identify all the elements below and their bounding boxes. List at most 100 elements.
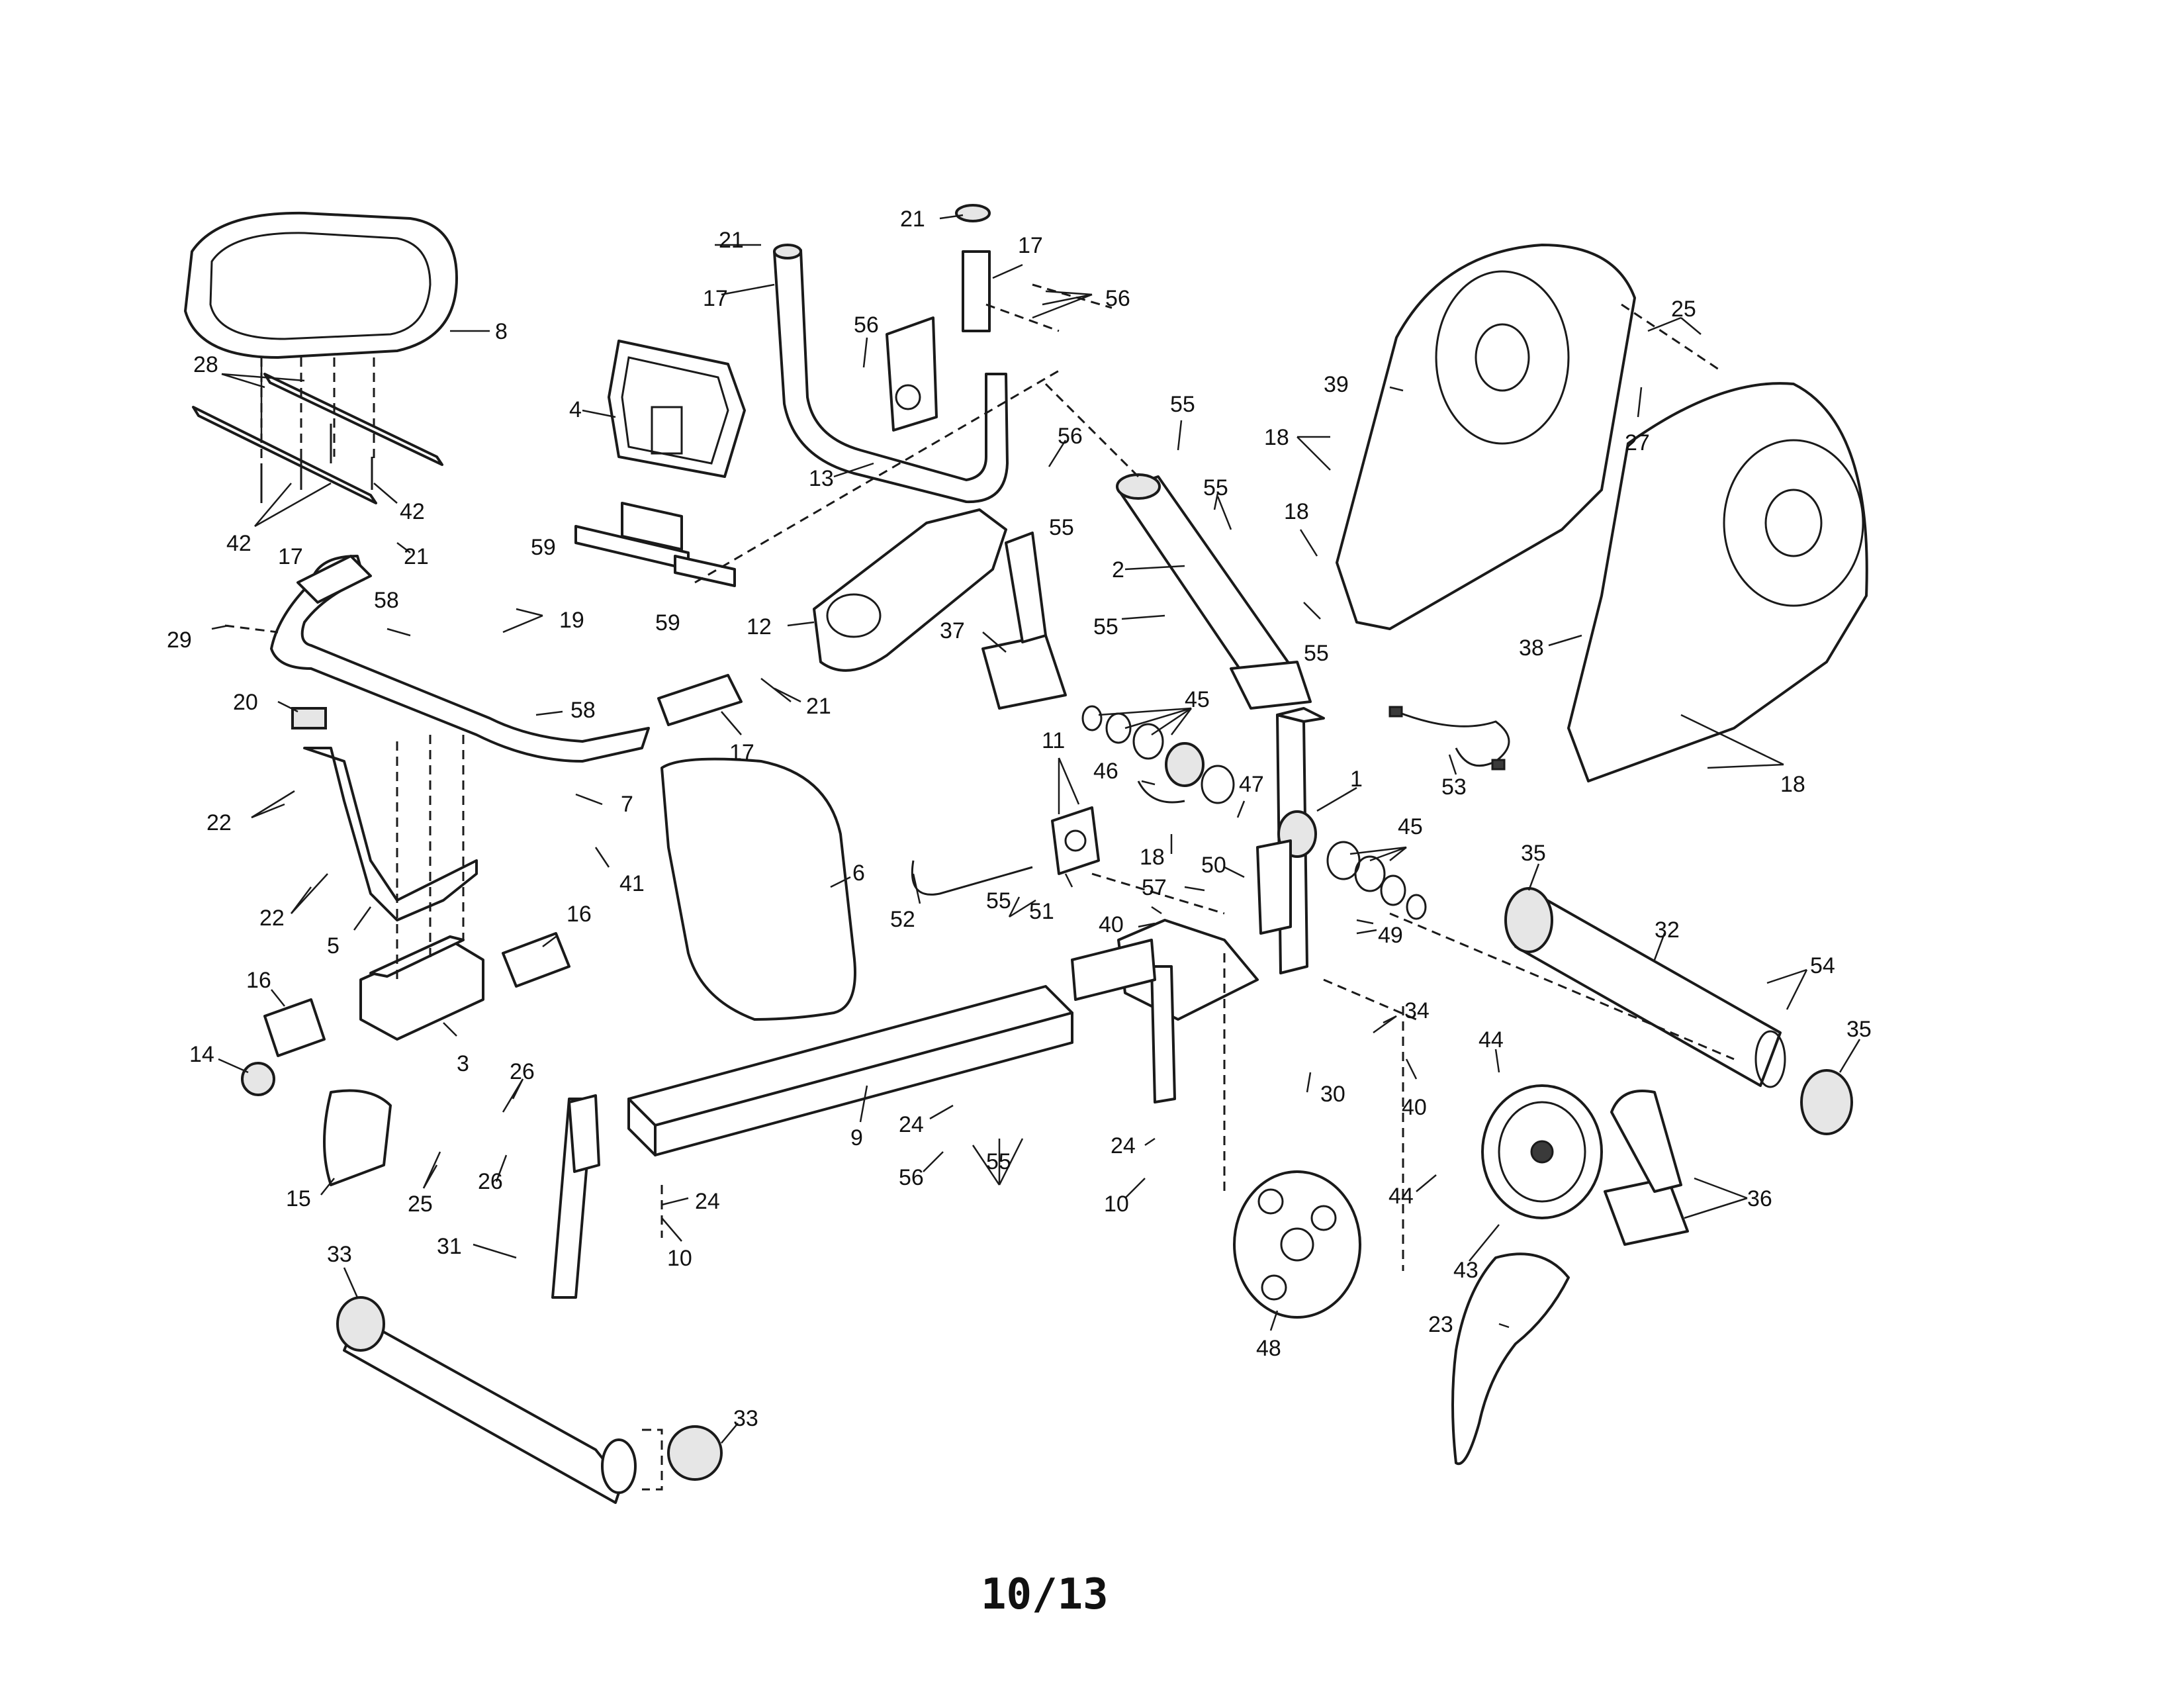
- callout-6: 6: [852, 861, 865, 886]
- main-beam-part: [627, 985, 1073, 1156]
- callout-12: 12: [747, 614, 772, 639]
- page-number: 10/13: [981, 1570, 1109, 1619]
- callout-56: 56: [854, 312, 879, 338]
- callout-38: 38: [1519, 635, 1544, 661]
- callout-55: 55: [986, 1149, 1011, 1174]
- drive-belt-part: [1451, 1252, 1570, 1466]
- callout-18: 18: [1264, 425, 1289, 450]
- seat-rails-part: [192, 357, 443, 504]
- left-pedal-part: [981, 532, 1067, 710]
- rear-stabilizer-part: [336, 1094, 723, 1504]
- callout-2: 2: [1112, 557, 1124, 583]
- callout-44: 44: [1479, 1027, 1504, 1053]
- callout-46: 46: [1093, 759, 1118, 784]
- callout-18: 18: [1780, 772, 1805, 797]
- callout-47: 47: [1239, 772, 1264, 797]
- callout-7: 7: [621, 792, 633, 817]
- callout-10: 10: [667, 1246, 692, 1271]
- callout-56: 56: [1105, 286, 1130, 311]
- callout-34: 34: [1404, 998, 1430, 1023]
- assembly-guide-lines: [224, 303, 1735, 1271]
- right-shroud-part: [1567, 382, 1868, 782]
- callout-43: 43: [1453, 1258, 1479, 1283]
- wire-harness-part: [1388, 706, 1510, 771]
- callout-17: 17: [1018, 233, 1043, 258]
- callout-18: 18: [1140, 845, 1165, 870]
- callout-40: 40: [1402, 1095, 1427, 1120]
- callout-55: 55: [1170, 392, 1195, 417]
- left-shroud-part: [1336, 244, 1636, 630]
- seat-post-part: [1116, 473, 1312, 710]
- callout-56: 56: [1058, 424, 1083, 449]
- callout-57: 57: [1142, 875, 1167, 900]
- callout-39: 39: [1324, 372, 1349, 397]
- seat-cushion-part: [184, 211, 458, 359]
- callout-37: 37: [940, 618, 965, 643]
- callout-17: 17: [729, 740, 754, 765]
- callout-14: 14: [189, 1042, 214, 1067]
- pulley-part: [1481, 1084, 1603, 1219]
- callout-17: 17: [703, 286, 728, 311]
- seat-carriage-bracket-part: [813, 508, 1007, 672]
- callout-25: 25: [408, 1192, 433, 1217]
- callout-55: 55: [986, 888, 1011, 914]
- callout-5: 5: [327, 933, 340, 959]
- callout-21: 21: [719, 228, 744, 253]
- callout-55: 55: [1049, 515, 1074, 540]
- callout-25: 25: [1671, 297, 1696, 322]
- callout-3: 3: [457, 1051, 469, 1076]
- callout-23: 23: [1428, 1312, 1453, 1337]
- callout-53: 53: [1441, 774, 1467, 800]
- callout-21: 21: [900, 207, 925, 232]
- callout-21: 21: [806, 694, 831, 719]
- callout-35: 35: [1521, 841, 1546, 866]
- callout-9: 9: [850, 1125, 863, 1150]
- main-frame-part: [1071, 707, 1325, 1103]
- callout-15: 15: [286, 1186, 311, 1211]
- callout-45: 45: [1185, 687, 1210, 712]
- callout-55: 55: [1203, 475, 1228, 500]
- callout-16: 16: [246, 968, 271, 993]
- callout-49: 49: [1378, 923, 1403, 948]
- callout-44: 44: [1388, 1184, 1414, 1209]
- callout-55: 55: [1304, 641, 1329, 666]
- callout-55: 55: [1093, 614, 1118, 639]
- callout-22: 22: [206, 810, 232, 835]
- callout-50: 50: [1201, 853, 1226, 878]
- callout-13: 13: [809, 466, 834, 491]
- callout-24: 24: [899, 1112, 924, 1137]
- callout-35: 35: [1846, 1017, 1872, 1042]
- callout-26: 26: [478, 1169, 503, 1194]
- callout-8: 8: [495, 319, 508, 344]
- callout-32: 32: [1655, 917, 1680, 943]
- callout-28: 28: [193, 352, 218, 377]
- callout-54: 54: [1810, 953, 1835, 978]
- callout-22: 22: [259, 906, 285, 931]
- callout-58: 58: [374, 588, 399, 613]
- callout-11: 11: [1042, 728, 1065, 753]
- callout-17: 17: [278, 544, 303, 569]
- callout-10: 10: [1104, 1192, 1129, 1217]
- callout-58: 58: [570, 698, 596, 723]
- callout-59: 59: [531, 535, 556, 560]
- callout-24: 24: [695, 1189, 720, 1214]
- callout-41: 41: [619, 871, 645, 896]
- callout-30: 30: [1320, 1082, 1345, 1107]
- cable-part: [911, 780, 1185, 896]
- right-pedal-part: [1604, 1090, 1689, 1246]
- callout-33: 33: [327, 1242, 352, 1267]
- console-part: [574, 340, 746, 587]
- seat-carriage-part: [241, 707, 570, 1186]
- callout-36: 36: [1747, 1186, 1772, 1211]
- callout-21: 21: [404, 544, 429, 569]
- resistance-motor-part: [1051, 806, 1100, 875]
- callout-42: 42: [400, 499, 425, 524]
- flywheel-part: [1233, 1170, 1361, 1319]
- callout-42: 42: [226, 531, 251, 556]
- callout-20: 20: [233, 690, 258, 715]
- callout-18: 18: [1284, 499, 1309, 524]
- callout-26: 26: [510, 1059, 535, 1084]
- callout-56: 56: [899, 1165, 924, 1190]
- callout-40: 40: [1099, 912, 1124, 937]
